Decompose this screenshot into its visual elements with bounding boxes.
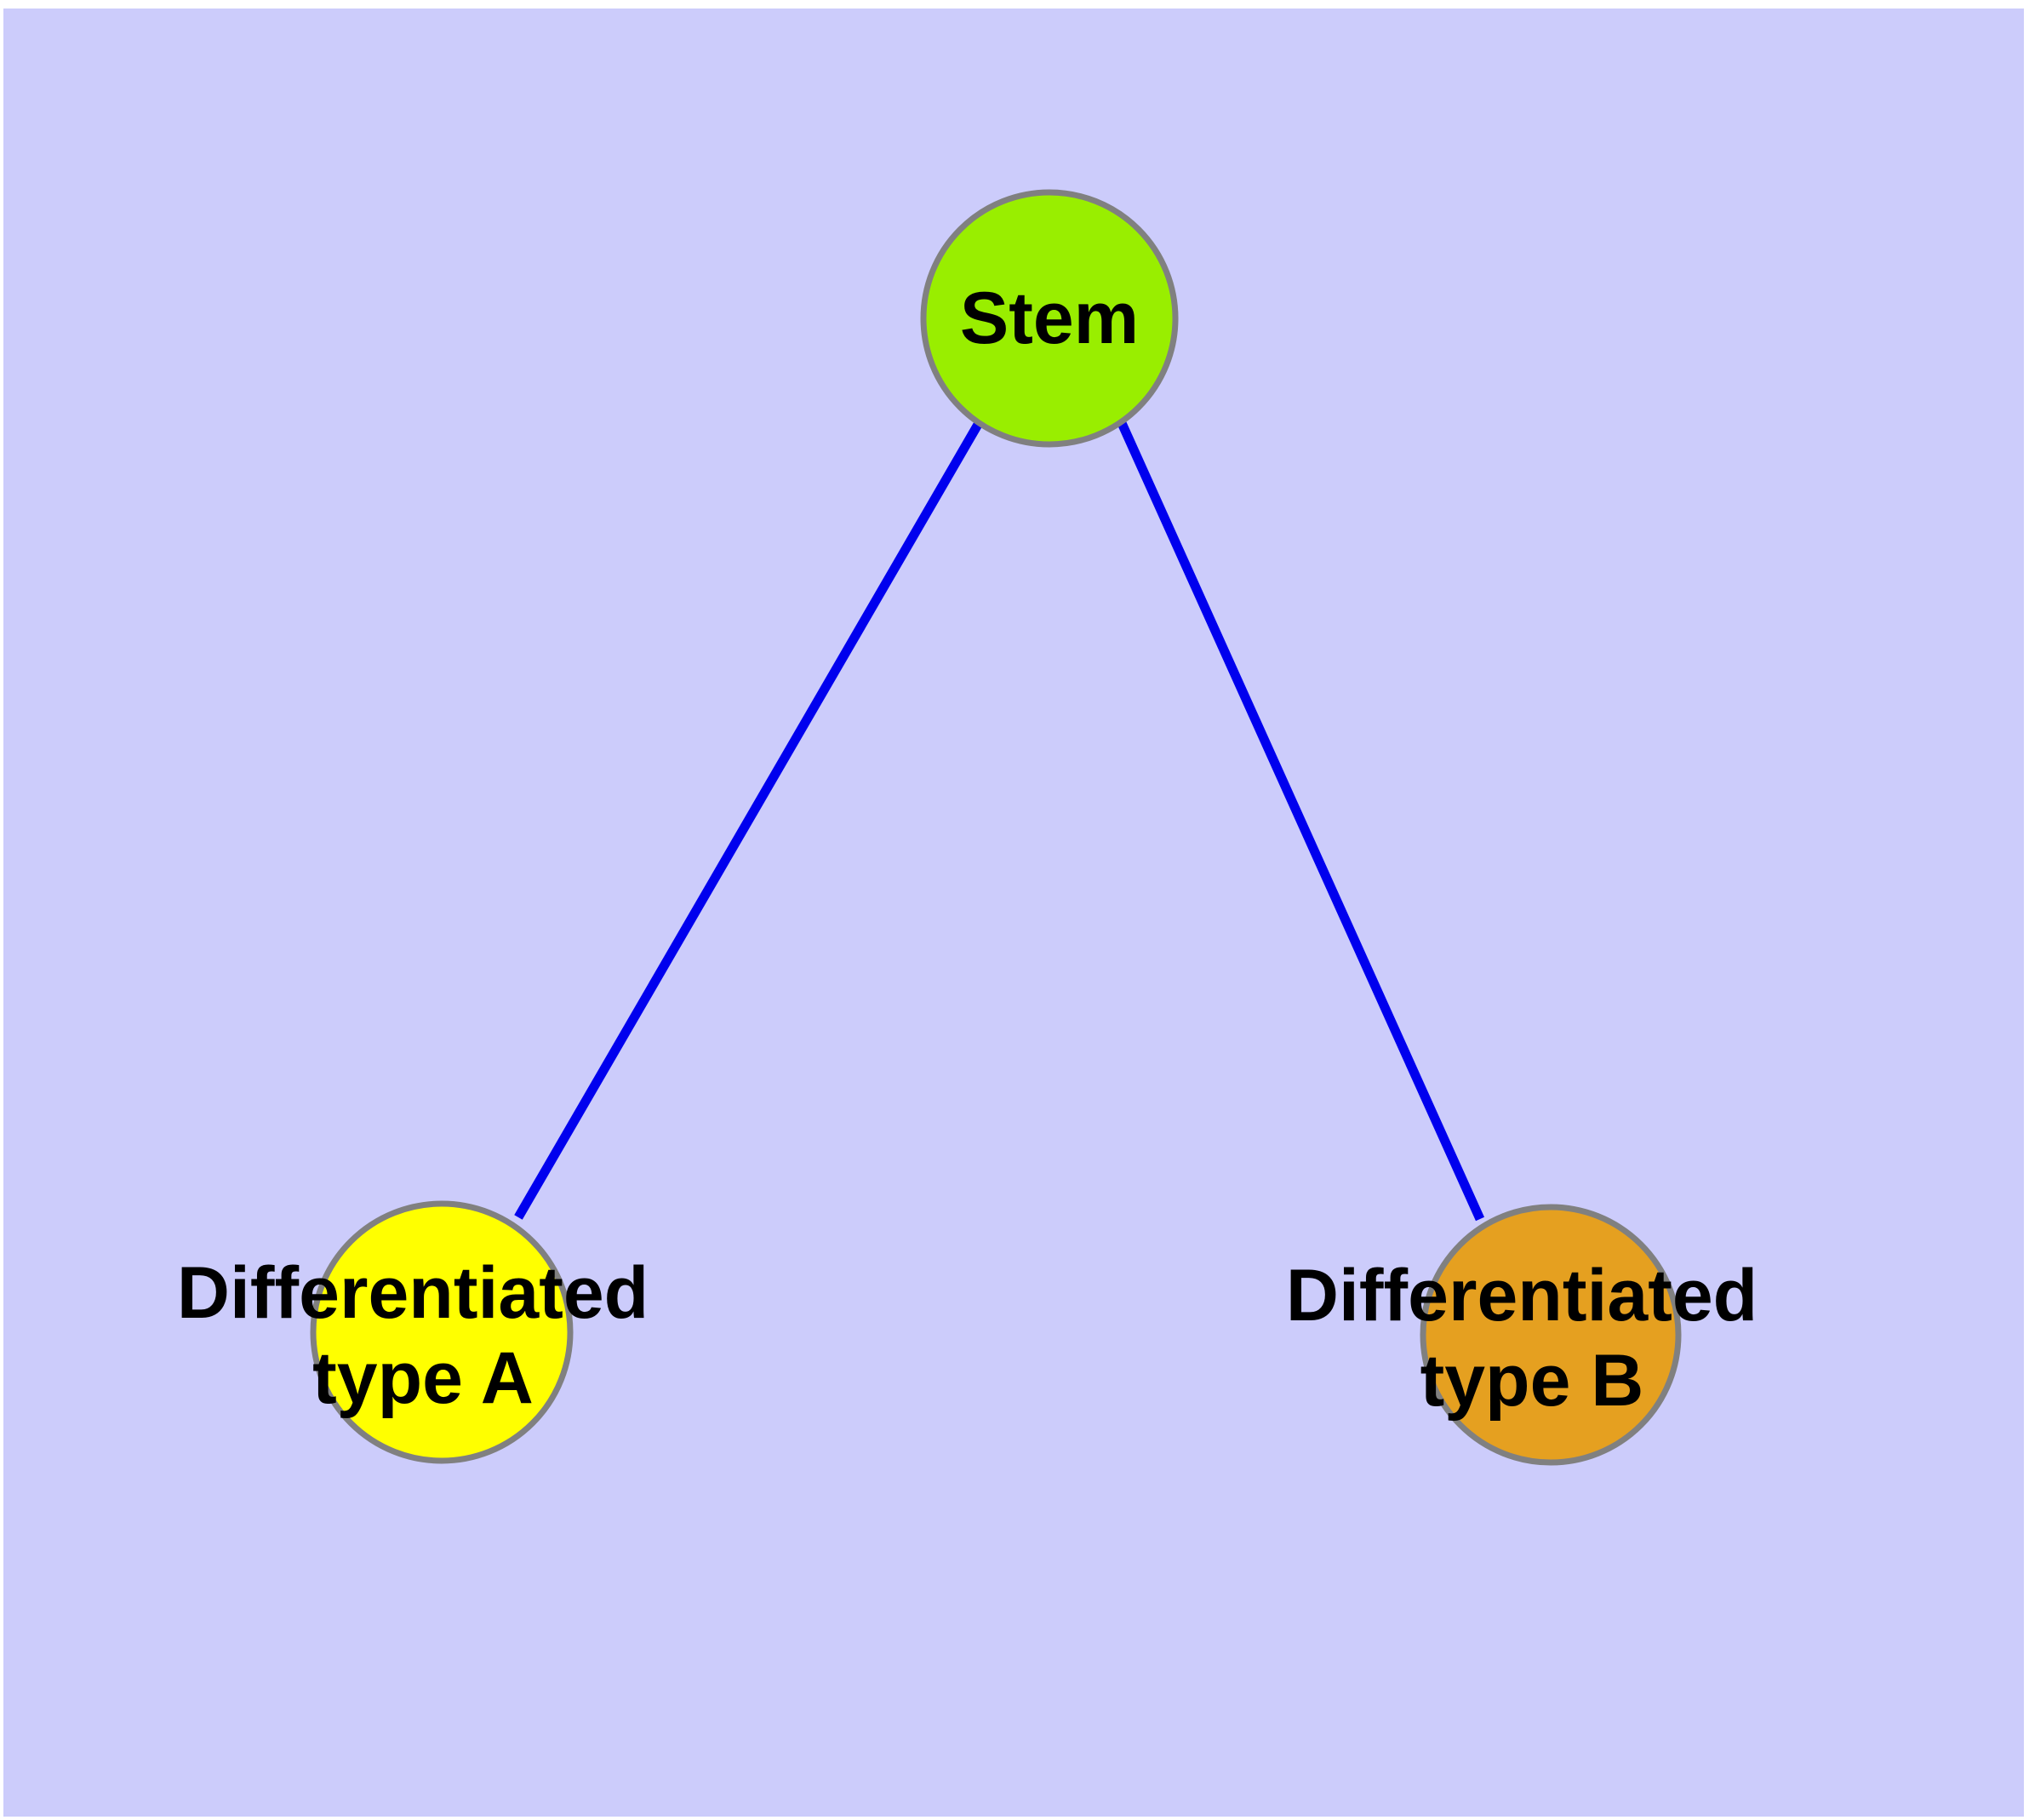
node-stem[interactable] (920, 189, 1179, 448)
node-label-diff-b: Differentiated type B (1286, 1255, 1778, 1422)
node-label-stem: Stem (960, 278, 1139, 359)
node-label-diff-b-line2: type B (1420, 1340, 1644, 1422)
node-label-diff-a-line2: type A (312, 1337, 534, 1419)
node-label-diff-b-line1: Differentiated (1286, 1255, 1758, 1336)
node-diff-b[interactable] (1420, 1204, 1682, 1466)
node-label-diff-a-line1: Differentiated (177, 1252, 649, 1334)
label-layer: Stem Differentiated type A Differentiate… (177, 278, 1778, 1422)
node-label-diff-a: Differentiated type A (177, 1252, 669, 1419)
node-label-stem-line1: Stem (960, 278, 1139, 359)
node-diff-a[interactable] (310, 1200, 574, 1464)
edge-stem-to-diff-b[interactable] (1117, 421, 1485, 1222)
edge-layer (514, 421, 1485, 1222)
edge-stem-to-diff-a[interactable] (514, 421, 983, 1220)
node-layer (310, 189, 1682, 1466)
